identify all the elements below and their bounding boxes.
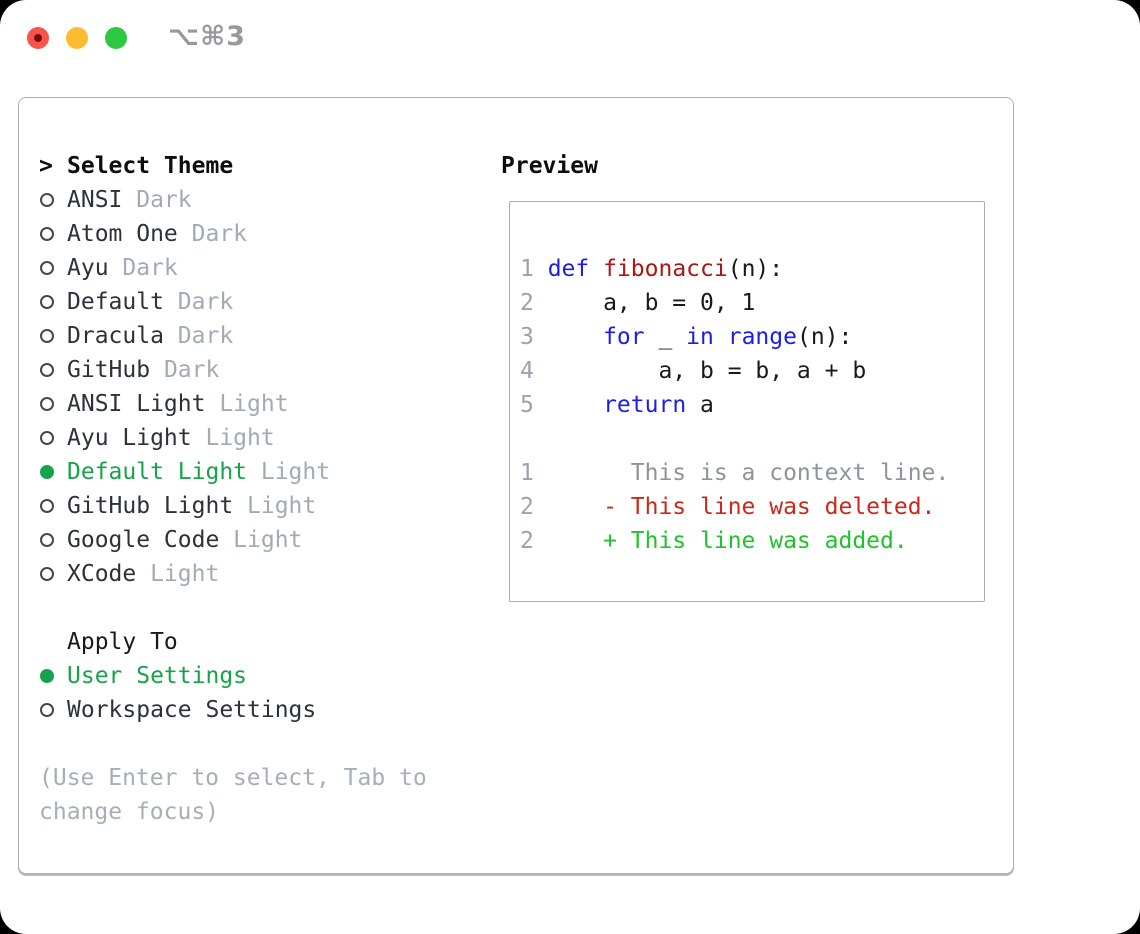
theme-option-ansi[interactable]: ANSI Dark	[39, 183, 427, 217]
theme-name: GitHub	[67, 357, 151, 383]
help-text: (Use Enter to select, Tab to change focu…	[39, 761, 427, 829]
code-line: 4 a, b = b, a + b	[520, 354, 984, 388]
zoom-button[interactable]	[105, 27, 127, 49]
code-line: 5 return a	[520, 388, 984, 422]
line-number: 4	[520, 358, 534, 384]
theme-name: Ayu	[67, 255, 109, 281]
theme-option-dracula[interactable]: Dracula Dark	[39, 319, 427, 353]
theme-variant: Light	[233, 527, 303, 553]
theme-option-github-light[interactable]: GitHub Light Light	[39, 489, 427, 523]
traffic-lights	[27, 27, 127, 49]
theme-variant: Light	[205, 425, 275, 451]
theme-variant: Light	[260, 459, 331, 485]
theme-name: GitHub Light	[67, 493, 234, 519]
theme-name: Dracula	[67, 323, 164, 349]
theme-name: Ayu Light	[67, 425, 192, 451]
theme-variant: Light	[247, 493, 317, 519]
theme-option-github[interactable]: GitHub Dark	[39, 353, 427, 387]
help-line: (Use Enter to select, Tab to	[39, 765, 427, 791]
theme-option-default[interactable]: Default Dark	[39, 285, 427, 319]
theme-option-ansi-light[interactable]: ANSI Light Light	[39, 387, 427, 421]
radio-icon[interactable]	[40, 227, 54, 241]
line-number: 1	[520, 256, 534, 282]
theme-option-ayu-light[interactable]: Ayu Light Light	[39, 421, 427, 455]
radio-selected-icon[interactable]	[40, 465, 54, 479]
unsaved-indicator-dot	[34, 34, 42, 42]
diff-line-ctx: 1 This is a context line.	[520, 456, 984, 490]
theme-variant: Light	[150, 561, 220, 587]
radio-icon[interactable]	[40, 261, 54, 275]
help-line: change focus)	[39, 799, 220, 825]
apply-to-title: Apply To	[67, 629, 178, 655]
focus-prompt: >	[39, 153, 53, 179]
radio-icon[interactable]	[40, 363, 54, 377]
theme-variant: Light	[219, 391, 289, 417]
theme-option-xcode[interactable]: XCode Light	[39, 557, 427, 591]
minimize-button[interactable]	[66, 27, 88, 49]
theme-variant: Dark	[177, 323, 234, 349]
theme-name: ANSI Light	[67, 391, 206, 417]
window-title: ⌥⌘3	[168, 21, 246, 52]
radio-selected-icon[interactable]	[40, 669, 54, 683]
close-button[interactable]	[27, 27, 49, 49]
theme-option-atom-one[interactable]: Atom One Dark	[39, 217, 427, 251]
line-number: 2	[520, 494, 534, 520]
radio-icon[interactable]	[40, 193, 54, 207]
theme-name: Google Code	[67, 527, 220, 553]
theme-option-default-light[interactable]: Default Light Light	[39, 455, 427, 489]
theme-list-header-row: > Select Theme	[39, 149, 427, 183]
theme-variant: Dark	[122, 255, 178, 281]
theme-variant: Dark	[163, 357, 220, 383]
apply-option-user-settings[interactable]: User Settings	[39, 659, 427, 693]
theme-name: XCode	[67, 561, 137, 587]
preview-title: Preview	[501, 153, 598, 179]
diff-line-add: 2 + This line was added.	[520, 524, 984, 558]
radio-icon[interactable]	[40, 499, 54, 513]
radio-icon[interactable]	[40, 567, 54, 581]
line-number: 5	[520, 392, 534, 418]
radio-icon[interactable]	[40, 295, 54, 309]
titlebar: ⌥⌘3	[0, 0, 1140, 80]
code-line: 3 for _ in range(n):	[520, 320, 984, 354]
radio-icon[interactable]	[40, 431, 54, 445]
theme-name: ANSI	[67, 187, 123, 213]
apply-option-label: Workspace Settings	[67, 697, 317, 723]
radio-icon[interactable]	[40, 533, 54, 547]
theme-list-title: Select Theme	[67, 153, 234, 179]
theme-variant: Dark	[136, 187, 192, 213]
apply-option-label: User Settings	[67, 663, 248, 689]
theme-option-ayu[interactable]: Ayu Dark	[39, 251, 427, 285]
theme-name: Atom One	[67, 221, 178, 247]
theme-option-google-code[interactable]: Google Code Light	[39, 523, 427, 557]
radio-icon[interactable]	[40, 329, 54, 343]
radio-icon[interactable]	[40, 703, 54, 717]
diff-line-del: 2 - This line was deleted.	[520, 490, 984, 524]
apply-option-workspace-settings[interactable]: Workspace Settings	[39, 693, 427, 727]
line-number: 2	[520, 290, 534, 316]
line-number: 1	[520, 460, 534, 486]
radio-icon[interactable]	[40, 397, 54, 411]
theme-name: Default Light	[67, 459, 248, 485]
theme-name: Default	[67, 289, 164, 315]
theme-variant: Dark	[191, 221, 248, 247]
theme-variant: Dark	[177, 289, 234, 315]
line-number: 3	[520, 324, 534, 350]
line-number: 2	[520, 528, 534, 554]
code-line: 2 a, b = 0, 1	[520, 286, 984, 320]
